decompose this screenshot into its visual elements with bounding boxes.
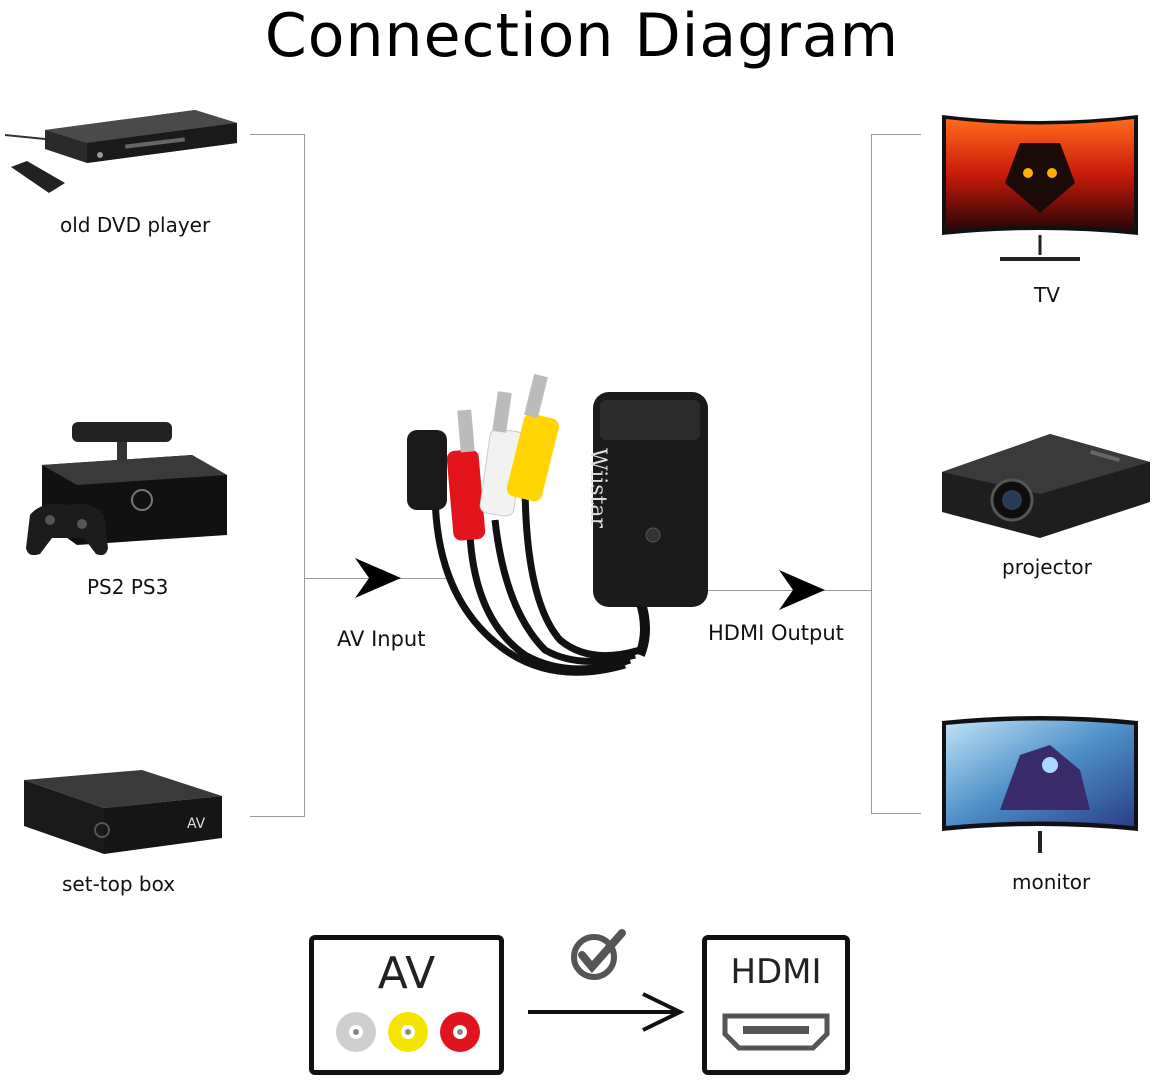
av-to-hdmi-converter	[407, 373, 708, 676]
source-label-settop: set-top box	[62, 872, 176, 896]
source-label-dvd: old DVD player	[60, 213, 211, 237]
dvd-player-icon	[4, 110, 237, 193]
right-bracket-top	[871, 134, 921, 135]
output-label-monitor: monitor	[1012, 870, 1091, 894]
right-output-line	[700, 590, 872, 591]
source-label-console: PS2 PS3	[87, 575, 169, 599]
right-bracket-vertical	[871, 134, 872, 814]
svg-text:AV: AV	[187, 816, 206, 832]
game-console-icon	[26, 422, 227, 556]
hdmi-legend-label: HDMI	[730, 952, 822, 992]
input-arrow-icon	[355, 558, 401, 598]
output-arrow-icon	[779, 570, 825, 610]
conversion-arrow-icon	[528, 992, 685, 1032]
monitor-icon	[942, 716, 1138, 853]
av-legend-box: AV	[309, 935, 504, 1075]
tv-icon	[942, 115, 1138, 261]
av-legend-label: AV	[377, 948, 436, 999]
hdmi-port-icon	[722, 1013, 830, 1051]
left-bracket-vertical	[304, 134, 305, 817]
rca-colors-icon	[336, 1012, 480, 1052]
output-label-tv: TV	[1034, 283, 1060, 307]
diagram-title: Connection Diagram	[264, 1, 900, 71]
left-bracket-bottom	[250, 816, 305, 817]
av-input-label: AV Input	[337, 627, 426, 651]
output-label-projector: projector	[1002, 555, 1092, 579]
device-brand: Wiistar	[585, 448, 610, 529]
left-bracket-top	[250, 134, 305, 135]
checkmark-icon	[571, 929, 626, 980]
projector-icon	[942, 434, 1150, 538]
hdmi-legend-box: HDMI	[702, 935, 850, 1075]
set-top-box-icon: AV	[24, 770, 222, 854]
hdmi-output-label: HDMI Output	[708, 621, 844, 645]
right-bracket-bottom	[871, 813, 921, 814]
